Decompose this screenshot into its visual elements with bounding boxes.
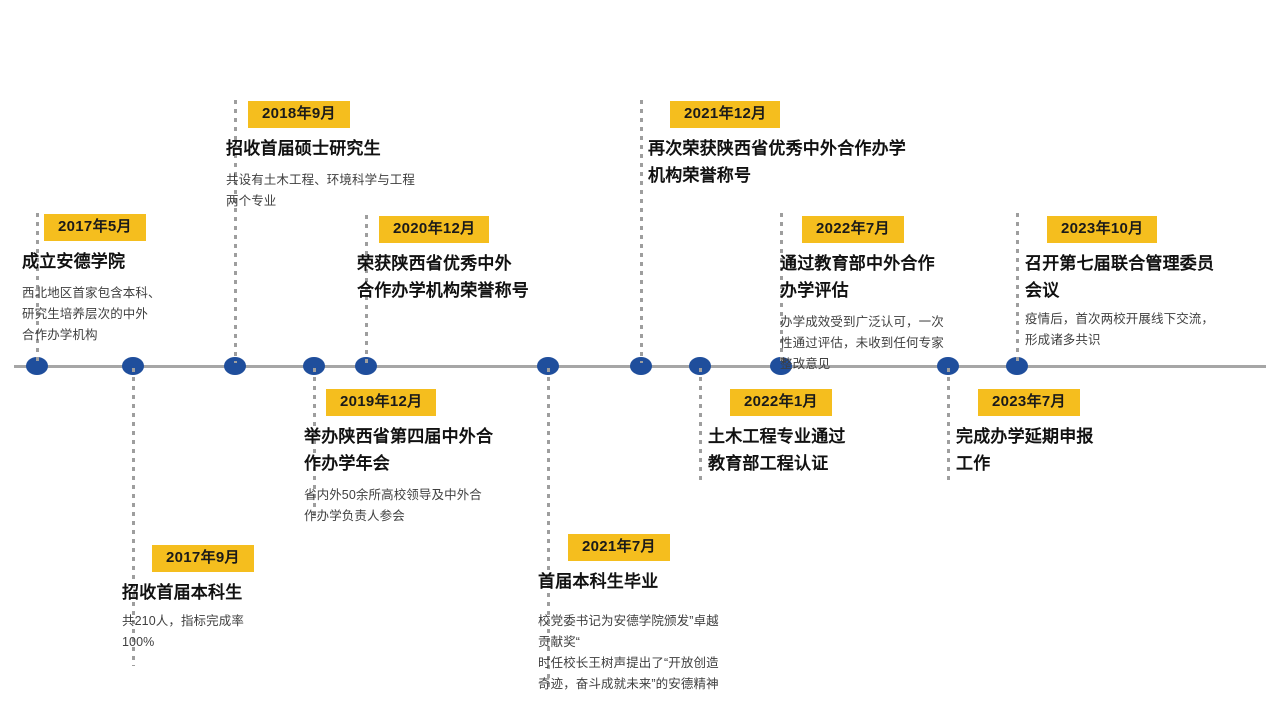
connector-2019-12 <box>313 368 316 521</box>
connector-2017-05 <box>36 213 39 363</box>
event-2017-05[interactable]: 2017年5月 成立安德学院 西北地区首家包含本科、 研究生培养层次的中外 合作… <box>22 214 187 346</box>
timeline-dot-2021-07 <box>537 357 559 375</box>
event-date-badge: 2017年9月 <box>152 545 254 572</box>
connector-2017-09 <box>132 368 135 666</box>
event-2018-09[interactable]: 2018年9月 招收首届硕士研究生 共设有土木工程、环境科学与工程 两个专业 <box>226 101 516 212</box>
event-2021-07[interactable]: 2021年7月 首届本科生毕业 校党委书记为安德学院颁发”卓越 贡献奖“ 时任校… <box>538 534 808 695</box>
connector-2020-12 <box>365 215 368 363</box>
event-description: 办学成效受到广泛认可，一次 性通过评估，未收到任何专家 整改意见 <box>780 315 944 371</box>
event-date-badge: 2017年5月 <box>44 214 146 241</box>
timeline-dot-2019-12 <box>303 357 325 375</box>
event-date-badge: 2021年12月 <box>670 101 781 128</box>
event-title: 成立安德学院 <box>22 252 126 271</box>
connector-2021-07 <box>547 368 550 690</box>
event-title: 完成办学延期申报 工作 <box>956 427 1094 473</box>
event-title: 荣获陕西省优秀中外 合作办学机构荣誉称号 <box>357 254 529 300</box>
event-date-badge: 2021年7月 <box>568 534 670 561</box>
timeline-dot-2022-07 <box>770 357 792 375</box>
connector-2023-10 <box>1016 213 1019 363</box>
event-description: 共设有土木工程、环境科学与工程 两个专业 <box>226 173 416 208</box>
timeline-dot-2021-12 <box>630 357 652 375</box>
timeline-dot-2017-05 <box>26 357 48 375</box>
event-2021-12[interactable]: 2021年12月 再次荣获陕西省优秀中外合作办学 机构荣誉称号 <box>648 101 968 189</box>
event-title: 通过教育部中外合作 办学评估 <box>780 254 935 300</box>
event-description: 西北地区首家包含本科、 研究生培养层次的中外 合作办学机构 <box>22 286 161 342</box>
event-2017-09[interactable]: 2017年9月 招收首届本科生 共210人，指标完成率 100% <box>122 545 322 653</box>
timeline-dot-2023-10 <box>1006 357 1028 375</box>
event-title: 招收首届硕士研究生 <box>226 139 381 158</box>
connector-2022-07 <box>780 213 783 363</box>
connector-2023-07 <box>947 368 950 484</box>
event-2023-10[interactable]: 2023年10月 召开第七届联合管理委员 会议 疫情后，首次两校开展线下交流， … <box>1025 216 1265 351</box>
event-2019-12[interactable]: 2019年12月 举办陕西省第四届中外合 作办学年会 省内外50余所高校领导及中… <box>304 389 554 527</box>
event-2020-12[interactable]: 2020年12月 荣获陕西省优秀中外 合作办学机构荣誉称号 <box>357 216 572 304</box>
event-date-badge: 2020年12月 <box>379 216 490 243</box>
event-description: 省内外50余所高校领导及中外合 作办学负责人参会 <box>304 488 482 523</box>
event-2023-07[interactable]: 2023年7月 完成办学延期申报 工作 <box>956 389 1171 477</box>
event-title: 举办陕西省第四届中外合 作办学年会 <box>304 427 494 473</box>
event-date-badge: 2018年9月 <box>248 101 350 128</box>
timeline-dot-2020-12 <box>355 357 377 375</box>
event-2022-01[interactable]: 2022年1月 土木工程专业通过 教育部工程认证 <box>708 389 923 477</box>
event-title: 首届本科生毕业 <box>538 572 659 591</box>
event-title: 招收首届本科生 <box>122 583 243 602</box>
event-date-badge: 2023年7月 <box>978 389 1080 416</box>
event-date-badge: 2022年1月 <box>730 389 832 416</box>
event-title: 召开第七届联合管理委员 会议 <box>1025 254 1215 300</box>
connector-2022-01 <box>699 368 702 484</box>
event-description: 疫情后，首次两校开展线下交流， 形成诸多共识 <box>1025 312 1215 347</box>
event-2022-07[interactable]: 2022年7月 通过教育部中外合作 办学评估 办学成效受到广泛认可，一次 性通过… <box>780 216 995 375</box>
connector-2018-09 <box>234 100 237 363</box>
event-date-badge: 2023年10月 <box>1047 216 1158 243</box>
event-date-badge: 2019年12月 <box>326 389 437 416</box>
event-date-badge: 2022年7月 <box>802 216 904 243</box>
timeline-dot-2017-09 <box>122 357 144 375</box>
timeline-dot-2018-09 <box>224 357 246 375</box>
event-title: 再次荣获陕西省优秀中外合作办学 机构荣誉称号 <box>648 139 906 185</box>
connector-2021-12 <box>640 100 643 363</box>
event-description: 共210人，指标完成率 100% <box>122 614 244 649</box>
timeline-dot-2023-07 <box>937 357 959 375</box>
event-description: 校党委书记为安德学院颁发”卓越 贡献奖“ 时任校长王树声提出了“开放创造 奇迹，… <box>538 614 719 691</box>
event-title: 土木工程专业通过 教育部工程认证 <box>708 427 846 473</box>
timeline-dot-2022-01 <box>689 357 711 375</box>
